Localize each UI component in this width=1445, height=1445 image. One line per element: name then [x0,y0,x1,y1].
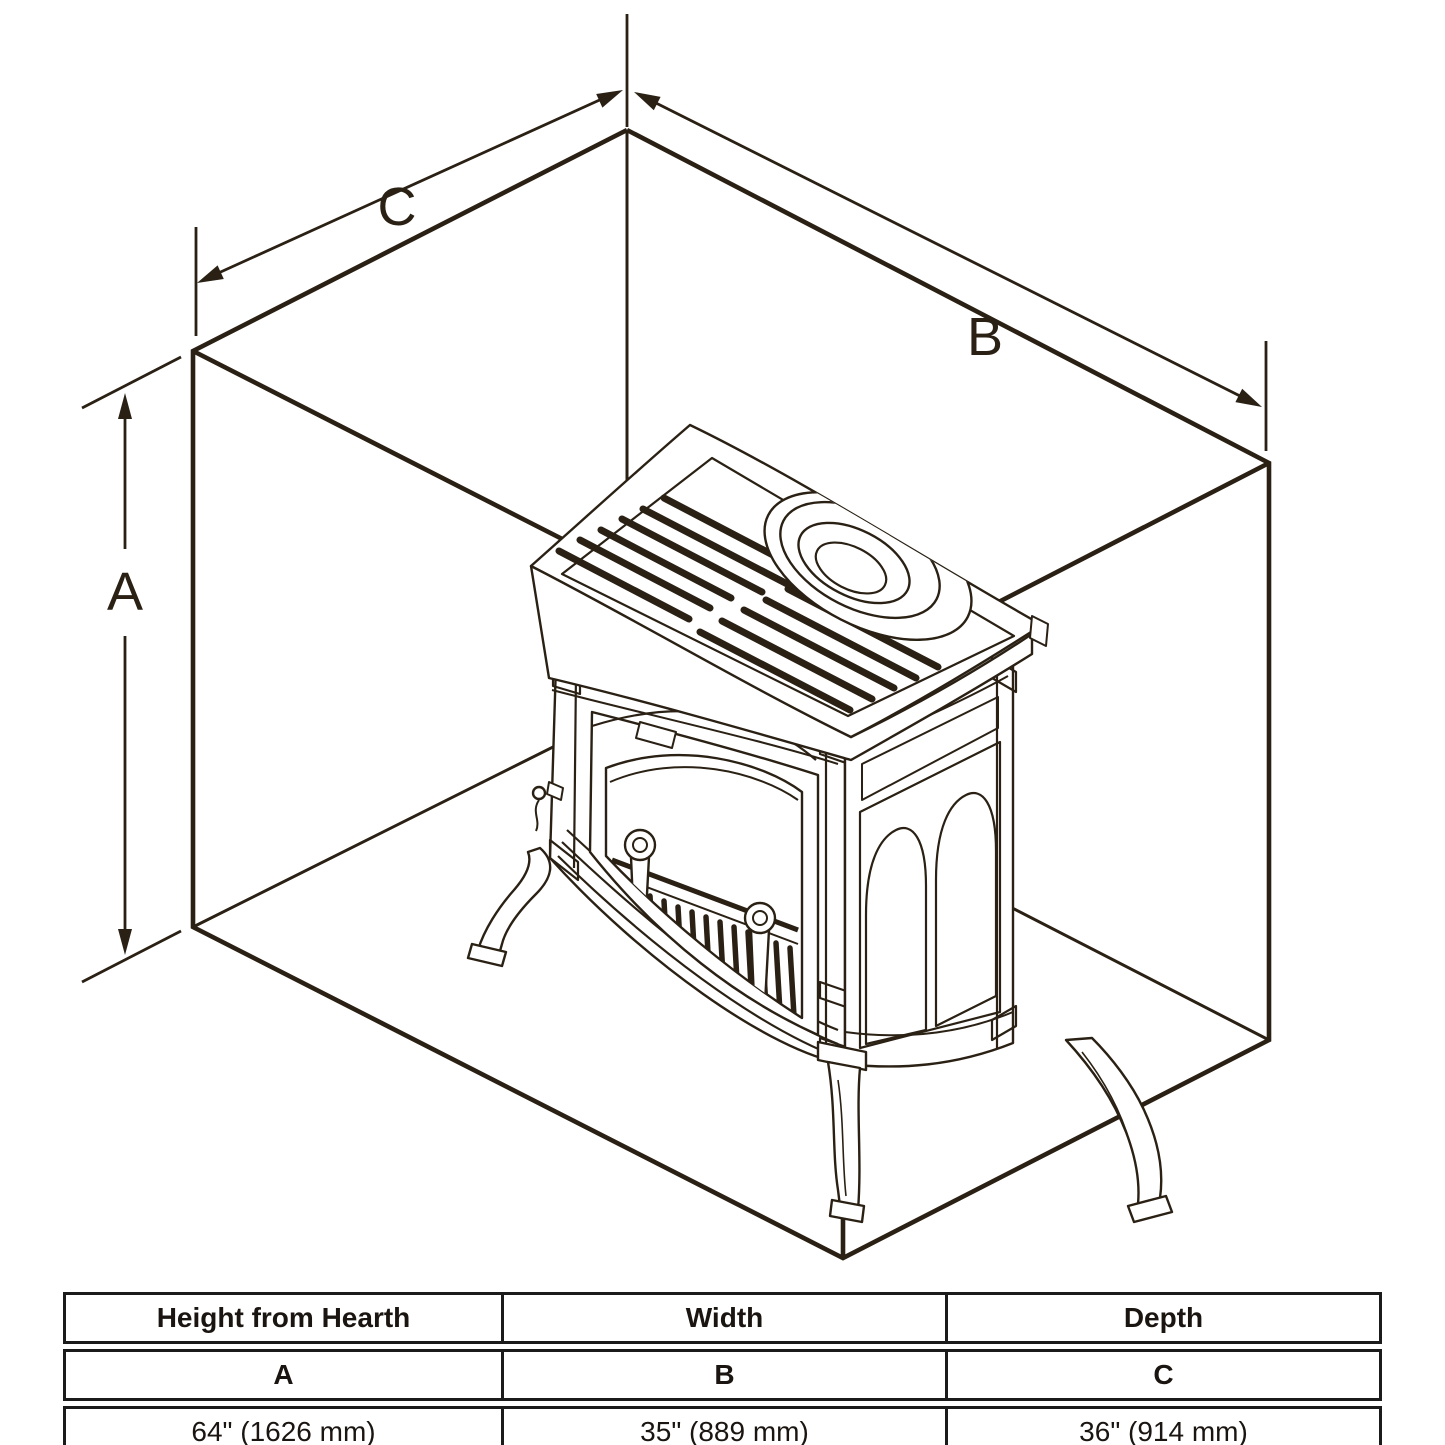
side-arch-left [864,827,928,1046]
leg-front [816,1040,868,1224]
stove-illustration [466,423,1174,1224]
arrowhead [1235,388,1262,407]
leg-right [1064,1036,1174,1224]
dim-label-height-a: A [107,562,143,622]
door-handle-knob [531,785,547,801]
table-value-row: 64" (1626 mm) 35" (889 mm) 36" (914 mm) [63,1406,1382,1445]
ext-line-height-bottom [81,929,182,984]
dim-label-width-b: B [967,307,1003,367]
side-arch-right [934,792,998,1028]
door-hinge-plate [635,721,677,749]
letter-c: C [1153,1359,1174,1390]
stove-right-face [843,656,1018,1068]
door-handle [534,781,564,832]
dim-label-depth-c: C [378,177,417,237]
value-height: 64" (1626 mm) [191,1416,376,1445]
dim-arrow-width-b [634,92,1262,407]
stove-legs [466,846,1174,1224]
ext-line-height-top [81,355,182,410]
leg-left [466,846,552,968]
header-width: Width [501,1295,948,1341]
table-header-row: Height from Hearth Width Depth [63,1292,1382,1344]
arrowhead [197,265,224,283]
clearance-table: Height from Hearth Width Depth A B C 64"… [63,1292,1382,1445]
arrowhead [596,90,623,108]
stove-clearance-diagram: A B C [81,14,1272,1261]
extension-lines [81,14,1268,984]
arrowhead [118,393,132,419]
lid-back-tab [1029,615,1049,647]
arrowhead [634,92,661,111]
header-depth: Depth [1123,1302,1204,1333]
dimension-arrows [118,90,1262,955]
dim-arrow-depth-c [197,90,623,283]
letter-b: B [501,1352,948,1398]
letter-a: A [273,1359,294,1390]
dim-arrow-height-a [118,393,132,955]
arrowhead [118,929,132,955]
table-letter-row: A B C [63,1349,1382,1401]
side-arch-panel [858,740,1002,1050]
griddle-slots [555,494,942,714]
stove-front-door [588,710,820,1037]
value-depth: 36" (914 mm) [1079,1416,1248,1445]
header-height: Height from Hearth [156,1302,411,1333]
value-width: 35" (889 mm) [501,1409,948,1445]
